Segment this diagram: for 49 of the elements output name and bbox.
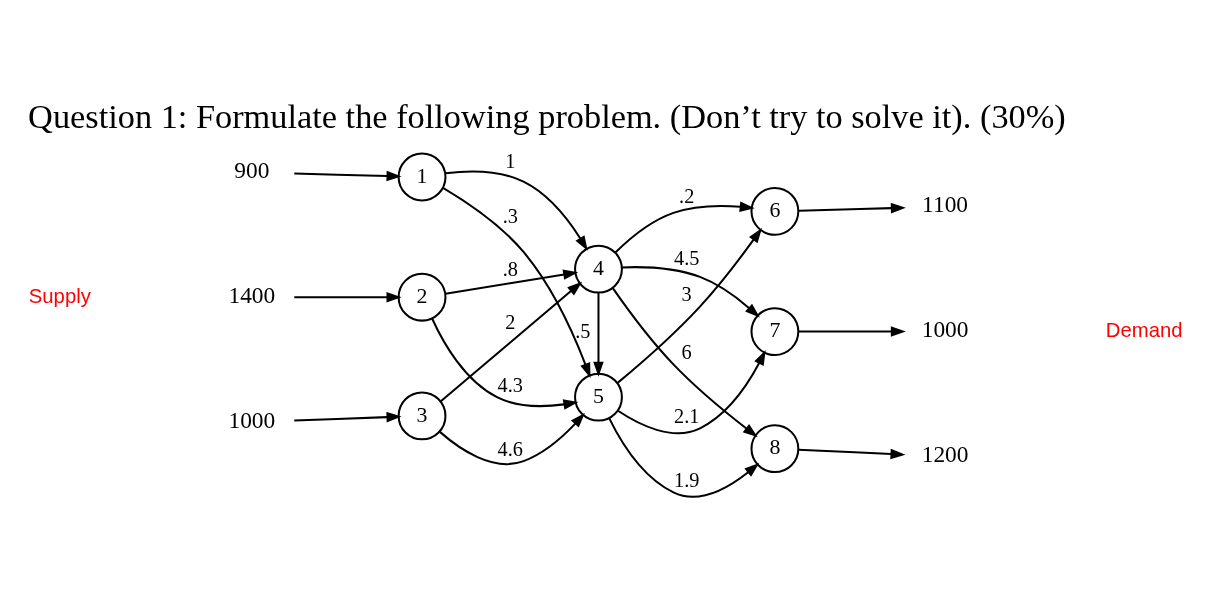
edge-label: .8 (502, 257, 518, 280)
arrow (440, 281, 583, 402)
edge-label: 3 (681, 282, 692, 305)
arrow (438, 412, 585, 465)
node-circle: 3 (397, 390, 447, 440)
label: Supply (28, 284, 91, 307)
arrow (431, 317, 579, 410)
edge-label: 4.5 (674, 246, 700, 269)
edge-label: 4.3 (497, 373, 523, 396)
edge-label: 2.1 (674, 404, 700, 427)
arrow (612, 287, 758, 437)
node-circle: 1 (397, 152, 447, 201)
edge-label: 2 (505, 310, 516, 333)
edge-label: 1 (505, 149, 516, 172)
arrow (445, 170, 588, 251)
node-text: 1000 (921, 315, 969, 342)
node-text: 1200 (921, 440, 969, 467)
arrow (294, 170, 402, 181)
node-text: 1100 (922, 190, 969, 217)
arrow (445, 268, 579, 295)
arrow (593, 292, 604, 377)
node-circle: 6 (750, 186, 800, 236)
edge-label: .3 (502, 204, 518, 227)
node-circle: 5 (574, 372, 623, 422)
arrow (798, 448, 906, 459)
arrow (617, 349, 766, 434)
arrow (442, 186, 591, 378)
arrow (799, 325, 906, 337)
node-circle: 7 (750, 306, 800, 356)
arrow (617, 227, 762, 383)
edge-label: 4.6 (497, 437, 523, 460)
label: Demand (1105, 318, 1183, 341)
diagram-title: Question 1: Formulate the following problem. (Don’t try to solve it). (30%) (28, 96, 1066, 135)
node-circle: 2 (397, 272, 447, 322)
arrow (294, 411, 402, 422)
arrow (608, 417, 760, 498)
edge-label: 1.9 (674, 468, 700, 491)
node-circle: 4 (574, 244, 623, 294)
edge-label: .5 (575, 319, 591, 342)
edge-label: 6 (681, 340, 692, 363)
node-text: 900 (234, 156, 270, 183)
node-text: 1400 (228, 281, 276, 308)
arrow (798, 202, 906, 213)
node-circle: 8 (750, 423, 800, 473)
edge-label: .2 (679, 184, 695, 207)
node-text: 1000 (228, 406, 276, 433)
arrow (621, 265, 760, 318)
arrow (614, 200, 755, 253)
arrow (294, 291, 402, 302)
